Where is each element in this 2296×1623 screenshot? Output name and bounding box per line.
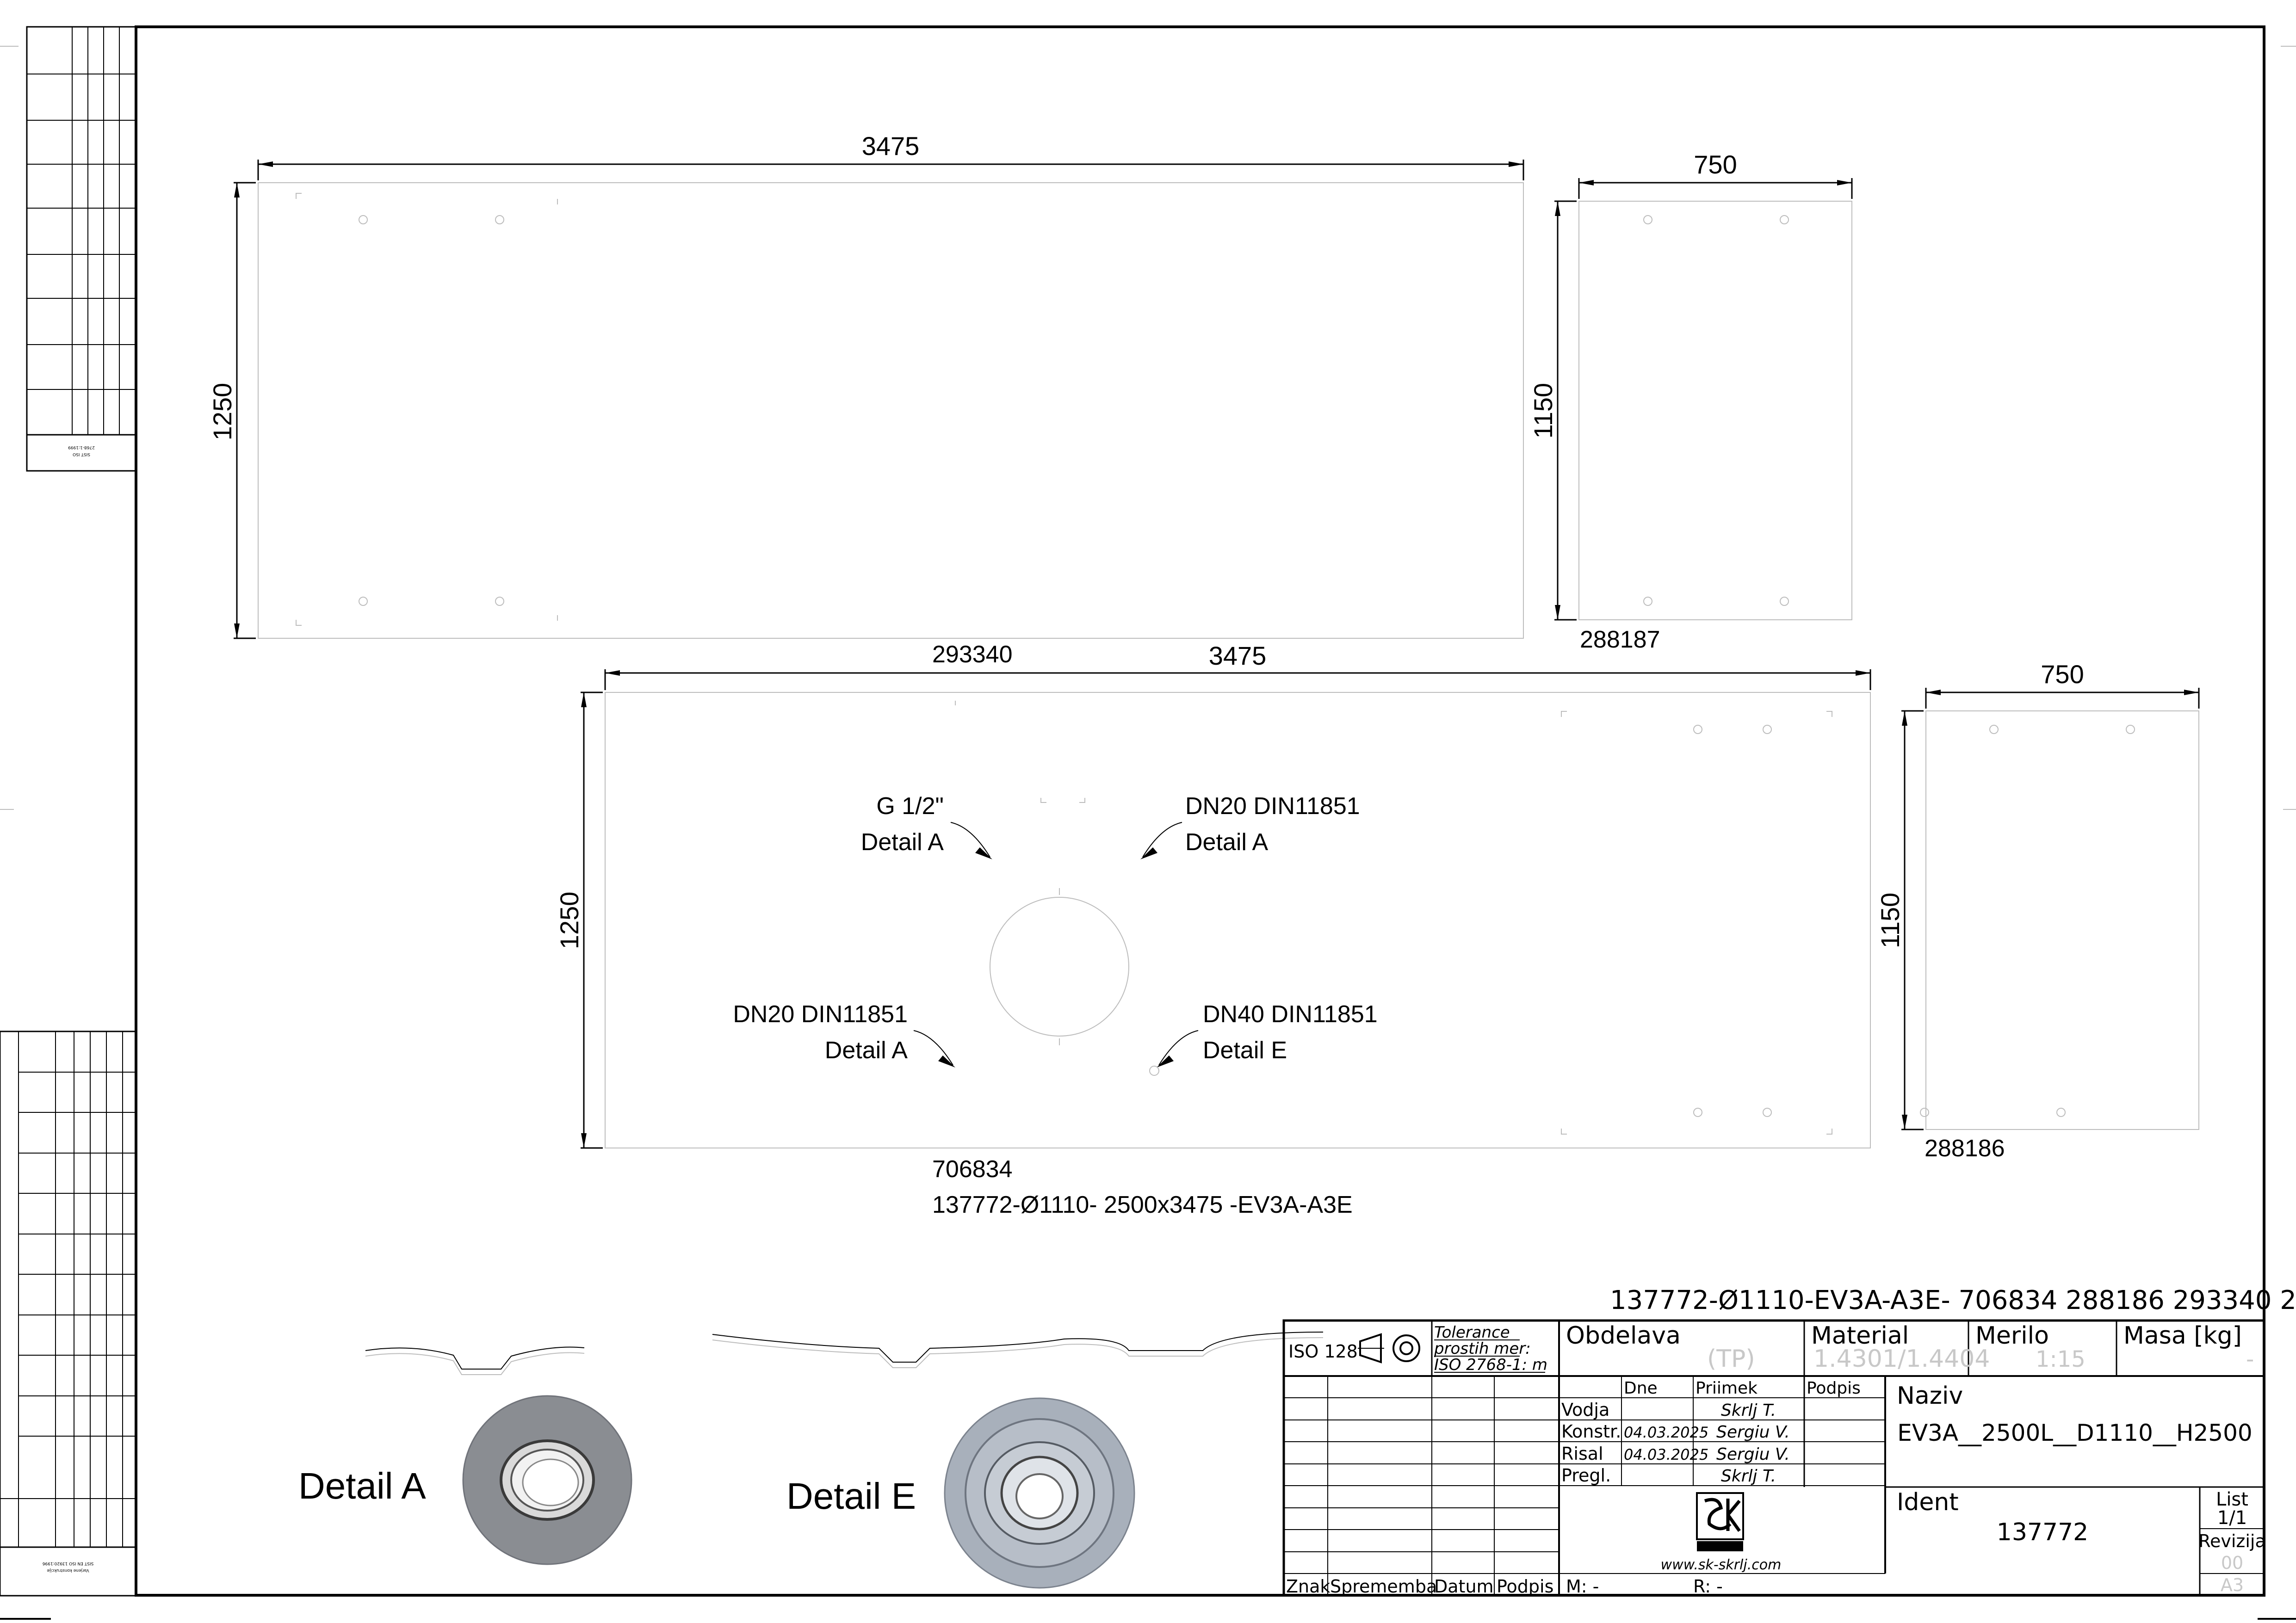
masa-label: Masa [kg]: [2123, 1322, 2242, 1350]
callout-spec: DN20 DIN11851: [1185, 793, 1360, 820]
dimension-height: 1250: [555, 892, 584, 950]
callout-detail: Detail A: [1185, 829, 1269, 856]
profile-detail-a: [365, 1346, 585, 1375]
row-name: Skrlj T.: [1721, 1467, 1776, 1486]
part-description: 137772-Ø1110- 2500x3475 -EV3A-A3E: [932, 1191, 1353, 1218]
dimension-width: 3475: [1209, 641, 1267, 670]
col-sprememba: Sprememba: [1330, 1576, 1437, 1597]
projection-icon: [1359, 1333, 1382, 1364]
company-logo: [1696, 1492, 1744, 1551]
tolerance-caption: 2768-1:1999: [68, 445, 95, 450]
part-number: 293340: [932, 641, 1013, 668]
projection-circle-icon: [1392, 1334, 1420, 1362]
row-name: Skrlj T.: [1721, 1401, 1776, 1420]
profile-detail-e: [712, 1332, 1324, 1368]
iso-standard: ISO 128: [1288, 1341, 1358, 1362]
revizija-label: Revizija: [2198, 1531, 2265, 1551]
dimension-height: 1150: [1875, 893, 1905, 948]
revizija-value: 00: [2221, 1553, 2243, 1573]
naziv-value: EV3A__2500L__D1110__H2500: [1897, 1419, 2253, 1446]
material-value: 1.4301/1.4404: [1813, 1345, 1990, 1373]
ident-value: 137772: [1997, 1518, 2089, 1546]
callout-spec: DN20 DIN11851: [733, 1001, 908, 1028]
callout-spec: G 1/2": [876, 793, 944, 820]
plate-bottom-center: 3475 293340 1250: [555, 641, 1871, 1149]
row-date: 04.03.2025: [1624, 1424, 1708, 1441]
m-label: M: -: [1566, 1576, 1599, 1597]
detail-e-render: [944, 1397, 1135, 1589]
col-dne: Dne: [1624, 1379, 1658, 1398]
file-name: 137772-Ø1110-EV3A-A3E- 706834 288186 293…: [1610, 1285, 2296, 1315]
drawing-border: [135, 25, 2265, 1597]
tolerance-line: Tolerance: [1434, 1323, 1510, 1342]
part-number: 288187: [1580, 626, 1660, 653]
callout-detail: Detail A: [861, 829, 944, 856]
plate-bottom-right: 750 1150 288186: [1875, 660, 2200, 1162]
callout-3: DN20 DIN11851 Detail A: [733, 1001, 908, 1064]
row-role: Vodja: [1561, 1400, 1609, 1420]
row-name: Sergiu V.: [1716, 1445, 1790, 1464]
dimension-width: 750: [2041, 660, 2084, 689]
plate-top-right: 750 1150 288187: [1529, 150, 1853, 653]
tolerance-line: ISO 2768-1: m: [1434, 1356, 1547, 1374]
masa-value: -: [2246, 1346, 2254, 1372]
callout-1: G 1/2" Detail A: [861, 793, 944, 856]
col-priimek: Priimek: [1696, 1379, 1758, 1398]
col-datum: Datum: [1434, 1576, 1494, 1597]
format-value: A3: [2221, 1575, 2244, 1595]
tolerance-line: prostih mer:: [1434, 1339, 1531, 1358]
list-value: 1/1: [2217, 1507, 2247, 1529]
callout-detail: Detail E: [1203, 1037, 1287, 1064]
ident-label: Ident: [1897, 1488, 1959, 1516]
list-label: List: [2216, 1489, 2248, 1510]
merilo-label: Merilo: [1975, 1322, 2049, 1350]
row-role: Pregl.: [1561, 1465, 1611, 1486]
tolerance-table-bottom: Varjene konstrukcije SIST EN ISO 13920:1…: [0, 1031, 137, 1597]
col-podpis: Podpis: [1807, 1379, 1861, 1398]
detail-a-render: [462, 1395, 632, 1565]
r-label: R: -: [1693, 1576, 1723, 1597]
row-name: Sergiu V.: [1716, 1423, 1790, 1442]
material-label: Material: [1811, 1322, 1909, 1350]
callout-spec: DN40 DIN11851: [1203, 1001, 1378, 1028]
obdelava-label: Obdelava: [1566, 1322, 1681, 1350]
detail-a-label: Detail A: [298, 1465, 426, 1506]
callout-4: DN40 DIN11851 Detail E: [1203, 1001, 1378, 1064]
callout-detail: Detail A: [825, 1037, 908, 1064]
part-number: 288186: [1925, 1135, 2005, 1162]
tolerance-table-top: SIST ISO 2768-1:1999: [26, 26, 137, 472]
dimension-height: 1250: [208, 383, 237, 441]
callout-2: DN20 DIN11851 Detail A: [1185, 793, 1360, 856]
tolerance-caption: Varjene konstrukcije: [47, 1568, 89, 1573]
dimension-height: 1150: [1529, 383, 1558, 438]
tolerance-caption: SIST ISO: [73, 452, 90, 457]
website: www.sk-skrlj.com: [1661, 1557, 1782, 1573]
plate-top-left: 3475 1250: [208, 131, 1524, 639]
detail-e-label: Detail E: [786, 1475, 916, 1517]
row-date: 04.03.2025: [1624, 1446, 1708, 1463]
merilo-value: 1:15: [2036, 1346, 2086, 1372]
obdelava-value: (TP): [1707, 1345, 1755, 1373]
row-role: Risal: [1561, 1444, 1603, 1464]
col-znak: Znak: [1286, 1576, 1330, 1597]
dimension-width: 3475: [862, 131, 920, 160]
col-podpis-revision: Podpis: [1497, 1576, 1553, 1597]
row-role: Konstr.: [1561, 1421, 1621, 1442]
dimension-width: 750: [1694, 150, 1737, 179]
title-block: ISO 128 Tolerance prostih mer: ISO 2768-…: [1282, 1319, 2266, 1597]
tolerance-caption: SIST EN ISO 13920:1996: [42, 1561, 93, 1566]
part-label: 706834: [932, 1156, 1013, 1183]
naziv-label: Naziv: [1897, 1382, 1963, 1410]
